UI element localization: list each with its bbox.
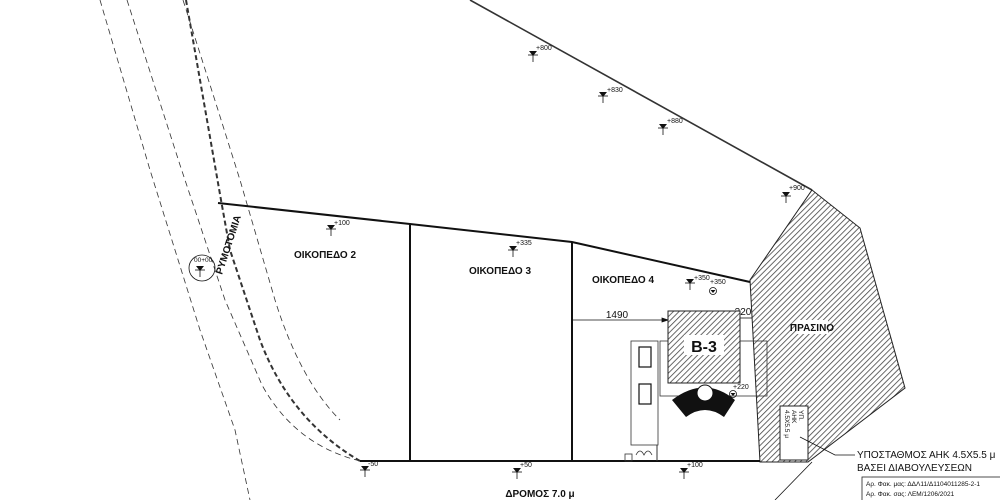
- plot-boundaries: [217, 202, 760, 462]
- green-label: ΠΡΑΣΙΝΟ: [790, 323, 834, 334]
- svg-text:+100: +100: [687, 462, 703, 469]
- plot-4-label: ΟΙΚΟΠΕΔΟ 4: [592, 275, 654, 286]
- substation-box: [779, 405, 809, 461]
- svg-text:+220: +220: [733, 384, 749, 391]
- reference-ours: Αρ. Φακ. μας: ΔΔΛ11/Δ1104011285-2-1: [866, 481, 980, 488]
- building-b3: B-3: [624, 310, 768, 462]
- pool-shape: [672, 387, 735, 417]
- svg-text:-50: -50: [368, 461, 378, 468]
- leader-line: [799, 436, 855, 456]
- svg-text:+800: +800: [536, 45, 552, 52]
- svg-text:+335: +335: [516, 240, 532, 247]
- svg-text:+900: +900: [789, 185, 805, 192]
- dimension-left: 1490: [606, 310, 629, 321]
- substation-box-label: ΥΠ. ΑΗΚ 4.5Χ5.5 μ: [783, 410, 804, 438]
- car-icon: [638, 346, 652, 368]
- substation-note-line2: ΒΑΣΕΙ ΔΙΑΒΟΥΛΕΥΣΕΩΝ: [857, 463, 972, 474]
- svg-text:+880: +880: [667, 118, 683, 125]
- street-label: ΔΡΟΜΟΣ 7.0 μ: [505, 489, 574, 500]
- svg-text:+350: +350: [694, 275, 710, 282]
- dimension-lines: [572, 317, 752, 323]
- svg-text:ΥΠ.: ΥΠ.: [797, 410, 804, 421]
- car-icon: [638, 383, 652, 405]
- road-reserve-lines: [99, 0, 361, 500]
- svg-text:ΑΗΚ: ΑΗΚ: [790, 410, 797, 424]
- elevation-marks: 00+00 +800 +830 +880 +900 +100 +335 +350…: [188, 45, 805, 480]
- building-label: B-3: [691, 339, 717, 356]
- green-label-bg: [796, 320, 828, 334]
- svg-text:00+00: 00+00: [194, 257, 213, 264]
- plot-3-label: ΟΙΚΟΠΕΔΟ 3: [469, 266, 531, 277]
- reference-yours: Αρ. Φακ. σας: ΛΕΜ/1206/2021: [866, 491, 955, 498]
- svg-text:+830: +830: [607, 87, 623, 94]
- svg-text:4.5Χ5.5 μ: 4.5Χ5.5 μ: [783, 410, 790, 438]
- svg-text:+50: +50: [520, 462, 532, 469]
- pool-circle: [696, 384, 714, 402]
- northern-boundary: [469, 0, 813, 191]
- svg-text:+100: +100: [334, 220, 350, 227]
- meter-box-icon: [624, 453, 633, 462]
- plot-2-label: ΟΙΚΟΠΕΔΟ 2: [294, 250, 356, 261]
- road-label: ΡΥΜΟΤΟΜΙΑ: [214, 214, 243, 276]
- dimension-right: 320: [735, 307, 752, 318]
- substation-note-line1: ΥΠΟΣΤΑΘΜΟΣ ΑΗΚ 4.5Χ5.5 μ: [857, 450, 996, 461]
- gate-icon: [635, 450, 653, 456]
- reference-box: [861, 476, 1000, 500]
- svg-text:+350: +350: [710, 279, 726, 286]
